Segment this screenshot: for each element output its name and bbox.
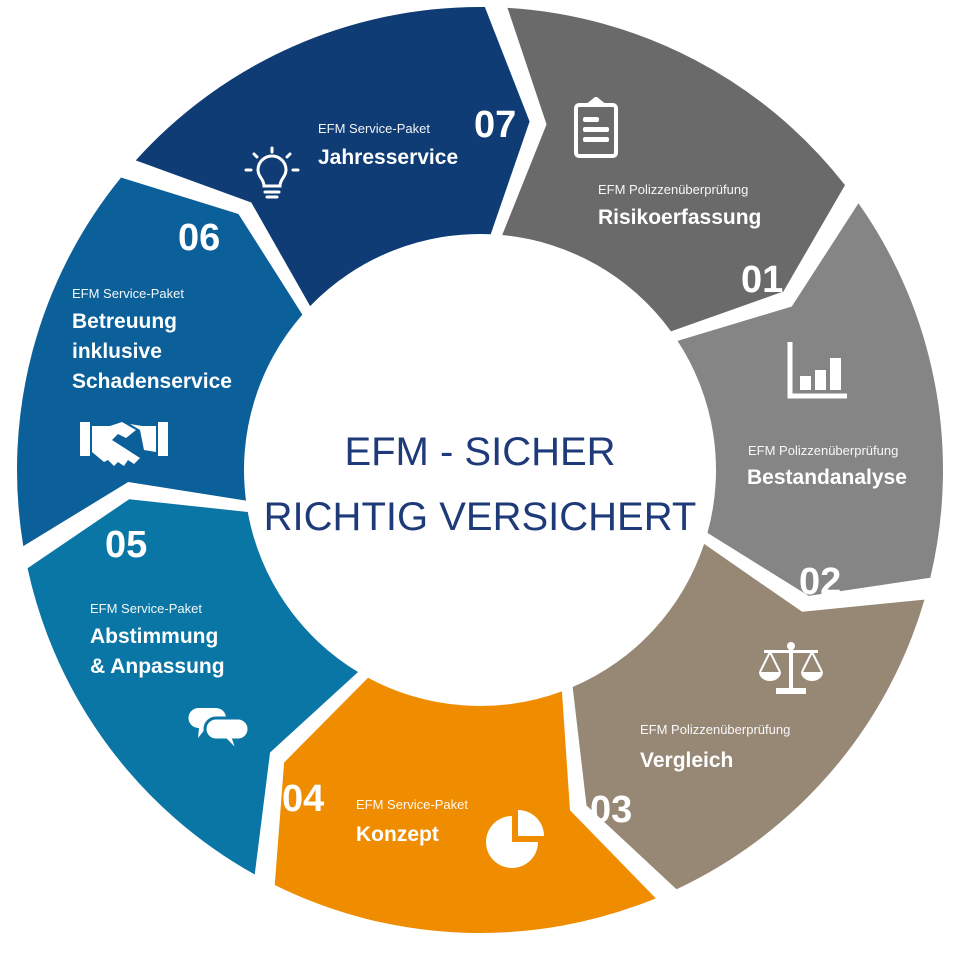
step-06-number: 06 (178, 217, 221, 259)
step-05-number: 05 (105, 524, 148, 566)
segment-step-04 (274, 677, 656, 934)
step-06-title-line2: inklusive (72, 340, 162, 363)
step-04-title: Konzept (356, 823, 439, 846)
step-04-number: 04 (282, 778, 325, 820)
step-01-title: Risikoerfassung (598, 206, 762, 229)
step-05-title-line2: & Anpassung (90, 655, 225, 678)
center-title-line1: EFM - SICHER (344, 430, 616, 474)
step-07-category: EFM Service-Paket (318, 121, 430, 136)
chat-bubbles-icon (188, 708, 251, 754)
step-03-category: EFM Polizzenüberprüfung (640, 722, 791, 737)
step-02-number: 02 (799, 561, 842, 603)
segment-step-03 (572, 543, 925, 890)
step-03-title: Vergleich (640, 749, 734, 772)
bar-chart-icon (787, 342, 847, 399)
handshake-icon (80, 422, 168, 466)
step-07-title: Jahresservice (318, 146, 459, 169)
clipboard-icon (574, 97, 618, 158)
step-04-category: EFM Service-Paket (356, 797, 468, 812)
step-02-title: Bestandanalyse (747, 466, 907, 489)
step-05-category: EFM Service-Paket (90, 601, 202, 616)
step-01-category: EFM Polizzenüberprüfung (598, 182, 749, 197)
step-06-title-line3: Schadenservice (72, 370, 232, 393)
step-06-title-line1: Betreuung (72, 310, 177, 333)
step-02-category: EFM Polizzenüberprüfung (748, 443, 899, 458)
step-01-number: 01 (741, 259, 784, 301)
center-title-line2: RICHTIG VERSICHERT (263, 495, 697, 539)
segment-step-01 (502, 7, 845, 332)
step-07-number: 07 (474, 104, 517, 146)
step-06-category: EFM Service-Paket (72, 286, 184, 301)
segment-step-02 (677, 203, 943, 596)
segment-step-05 (27, 499, 359, 875)
lightbulb-icon (244, 146, 300, 199)
scales-icon (759, 642, 823, 694)
step-03-number: 03 (590, 789, 633, 831)
step-05-title-line1: Abstimmung (90, 625, 219, 648)
pie-chart-icon (486, 810, 544, 868)
segment-step-07 (135, 6, 530, 307)
